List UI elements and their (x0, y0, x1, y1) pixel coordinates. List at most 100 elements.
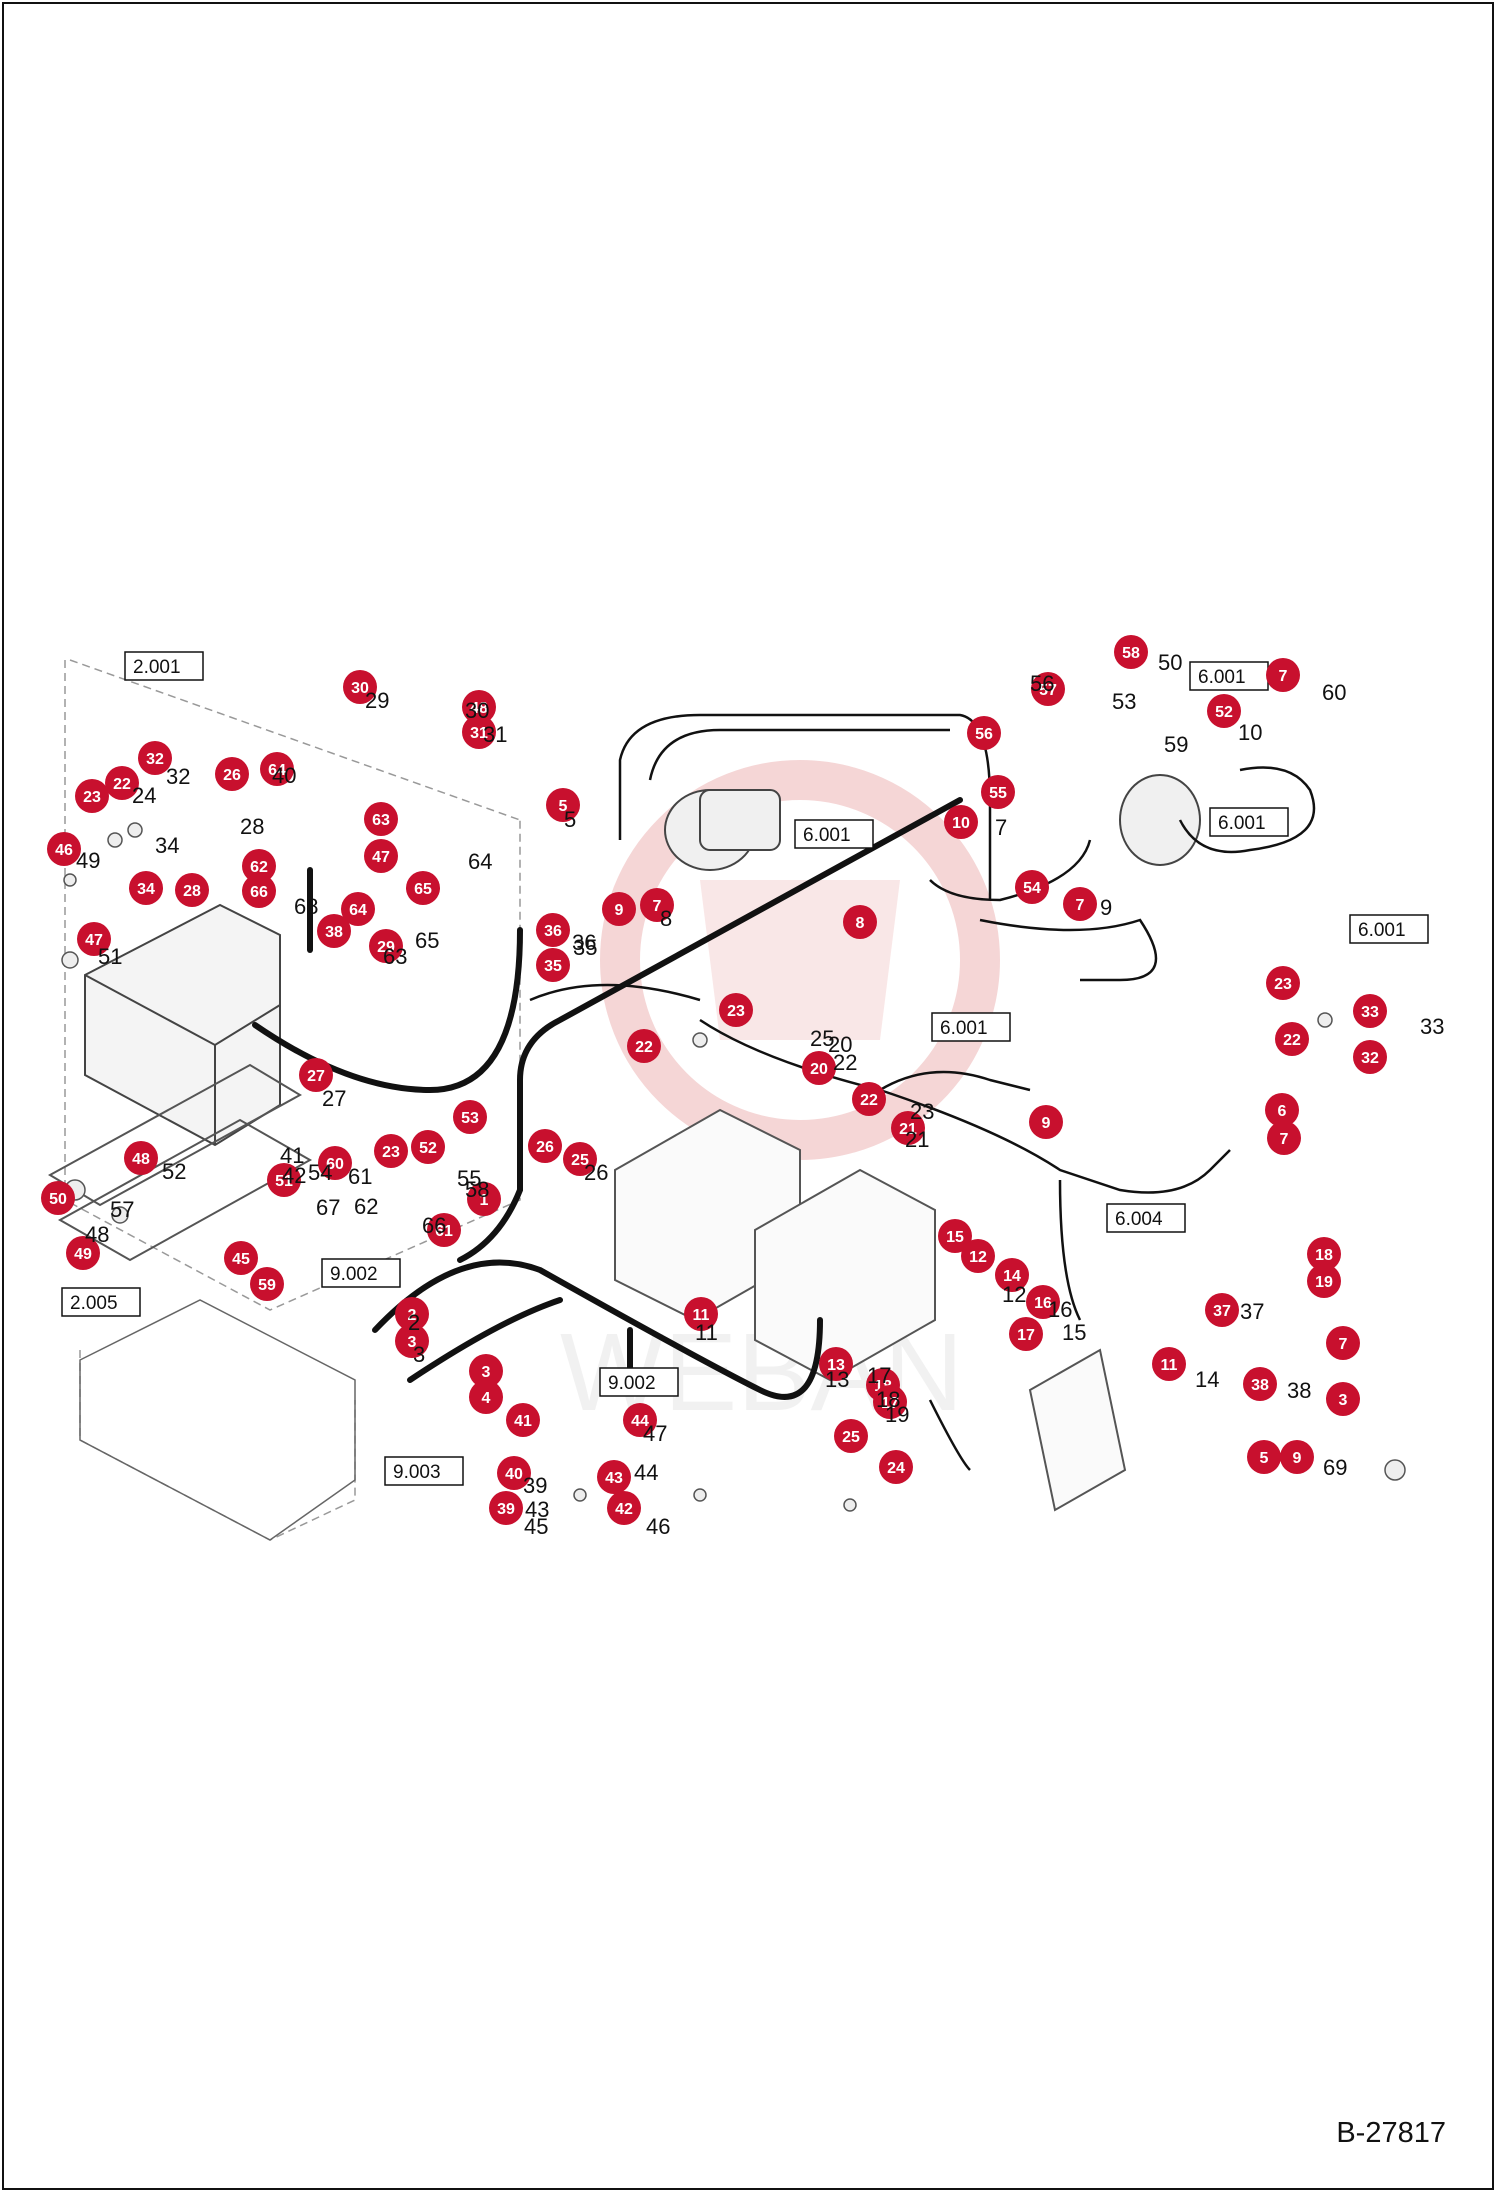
callout-number: 40 (505, 1466, 523, 1483)
callout-number: 23 (83, 789, 101, 806)
callout-number: 23 (727, 1003, 745, 1020)
callout-number: 58 (1122, 645, 1140, 662)
item-number: 42 (282, 1163, 306, 1188)
item-number: 57 (110, 1197, 134, 1222)
callout-number: 52 (1215, 704, 1233, 721)
callout-bubble: 9 (602, 892, 636, 926)
callout-bubble: 46 (47, 832, 81, 866)
reference-box-label: 6.001 (1198, 667, 1246, 688)
item-number: 43 (525, 1497, 549, 1522)
item-number: 36 (572, 930, 596, 955)
item-number: 29 (365, 688, 389, 713)
callout-bubble: 63 (364, 802, 398, 836)
callout-number: 22 (113, 776, 131, 793)
callout-bubble: 8 (843, 905, 877, 939)
callout-number: 38 (325, 924, 343, 941)
callout-bubble: 11 (684, 1297, 718, 1331)
callout-number: 14 (1003, 1268, 1021, 1285)
reference-box-label: 6.004 (1115, 1209, 1163, 1230)
callout-number: 9 (1293, 1450, 1302, 1467)
item-number: 3 (413, 1342, 425, 1367)
callout-bubble: 1 (467, 1182, 501, 1216)
callout-number: 64 (349, 902, 367, 919)
callout-bubble: 20 (802, 1051, 836, 1085)
callout-bubble: 47 (77, 922, 111, 956)
callout-bubble: 23 (374, 1134, 408, 1168)
item-number: 63 (383, 944, 407, 969)
callout-number: 66 (250, 884, 268, 901)
callout-number: 35 (544, 958, 562, 975)
reference-box: 9.003 (384, 1456, 464, 1486)
callout-bubble: 29 (369, 929, 403, 963)
callout-bubble: 50 (41, 1181, 75, 1215)
item-number: 34 (155, 833, 179, 858)
callout-bubble: 33 (1353, 994, 1387, 1028)
callout-bubble: 7 (640, 888, 674, 922)
callout-bubble: 16 (1026, 1285, 1060, 1319)
callout-number: 17 (1017, 1327, 1035, 1344)
callout-number: 26 (536, 1139, 554, 1156)
callout-bubble: 55 (981, 775, 1015, 809)
item-number: 61 (348, 1164, 372, 1189)
callout-number: 55 (989, 785, 1007, 802)
item-number: 37 (1240, 1299, 1264, 1324)
callout-number: 7 (1280, 1131, 1289, 1148)
callout-number: 28 (183, 883, 201, 900)
callout-number: 4 (482, 1390, 491, 1407)
item-number: 46 (646, 1514, 670, 1539)
callout-bubble: 30 (343, 670, 377, 704)
callout-number: 31 (470, 725, 488, 742)
callout-bubble: 17 (873, 1385, 907, 1419)
callout-number: 18 (1315, 1247, 1333, 1264)
item-number: 11 (695, 1320, 718, 1345)
item-number: 35 (573, 935, 597, 960)
callout-number: 45 (232, 1251, 250, 1268)
callout-bubble: 61 (427, 1213, 461, 1247)
callout-bubble: 41 (506, 1403, 540, 1437)
fasteners (61, 822, 1406, 1512)
item-number: 50 (1158, 650, 1182, 675)
callout-bubble: 44 (623, 1403, 657, 1437)
callout-number: 9 (615, 902, 624, 919)
reference-box: 9.002 (321, 1258, 401, 1288)
item-number: 38 (1287, 1378, 1311, 1403)
callout-bubble: 64 (260, 752, 294, 786)
item-number: 33 (1420, 1014, 1444, 1039)
callout-number: 1 (480, 1192, 489, 1209)
reference-box-label: 2.001 (133, 657, 181, 678)
callout-bubble: 14 (995, 1258, 1029, 1292)
callout-number: 32 (146, 751, 164, 768)
callout-number: 48 (470, 700, 488, 717)
reference-box-label: 9.003 (393, 1462, 441, 1483)
item-number: 27 (322, 1086, 346, 1111)
callout-bubble: 40 (497, 1456, 531, 1490)
callout-bubble: 58 (1114, 635, 1148, 669)
callout-number: 46 (55, 842, 73, 859)
item-number: 30 (465, 698, 489, 723)
callout-bubble: 22 (1275, 1022, 1309, 1056)
callout-bubble: 5 (546, 788, 580, 822)
callout-bubble: 38 (317, 914, 351, 948)
callout-number: 19 (1315, 1274, 1333, 1291)
callout-number: 8 (856, 915, 865, 932)
alternator (1119, 774, 1201, 866)
callout-bubble: 56 (967, 716, 1001, 750)
callout-number: 30 (351, 680, 369, 697)
callout-bubble: 5 (1247, 1440, 1281, 1474)
item-number: 56 (1030, 671, 1054, 696)
callout-number: 13 (827, 1357, 845, 1374)
reference-box: 6.001 (1349, 914, 1429, 944)
callout-number: 47 (85, 932, 103, 949)
callout-number: 3 (482, 1364, 491, 1381)
item-number: 66 (422, 1213, 446, 1238)
callout-bubble: 37 (1205, 1293, 1239, 1327)
callout-bubble: 21 (891, 1111, 925, 1145)
reference-box-label: 2.005 (70, 1293, 118, 1314)
item-number: 58 (465, 1177, 489, 1202)
item-number: 18 (876, 1387, 900, 1412)
callout-bubble: 3 (395, 1324, 429, 1358)
callout-number: 33 (1361, 1004, 1379, 1021)
callout-bubble: 57 (1031, 672, 1065, 706)
callout-number: 36 (544, 923, 562, 940)
